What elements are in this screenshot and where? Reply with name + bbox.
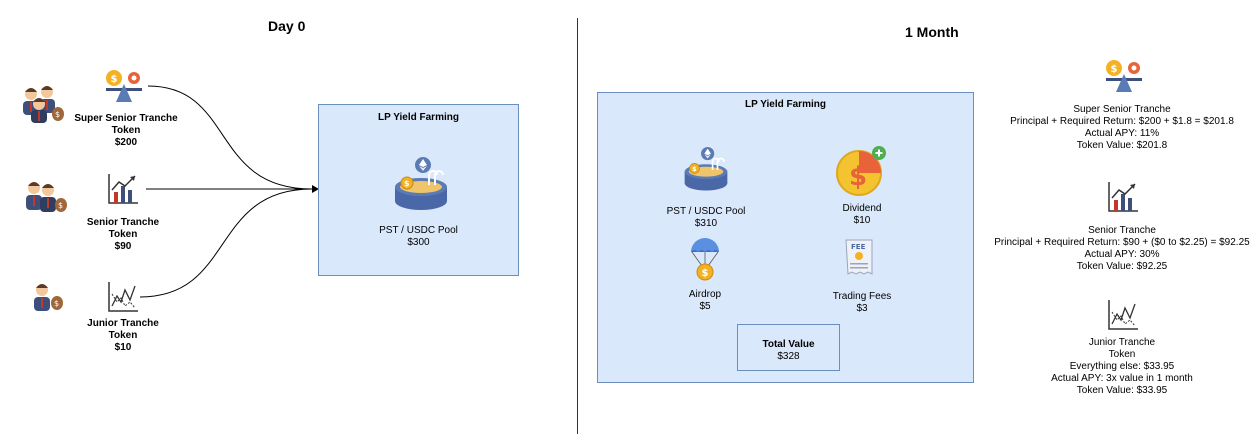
investor-single-icon: $ — [32, 282, 64, 312]
svg-text:$: $ — [111, 74, 118, 85]
result-line: Senior Tranche — [1088, 225, 1156, 236]
total-value-label: Total Value $328 — [738, 339, 839, 363]
day0-heading: Day 0 — [268, 18, 306, 34]
dividend-coin-icon: $ — [835, 145, 889, 197]
tranche-label-super-senior: Super Senior Tranche Token $200 — [60, 113, 192, 149]
volatile-chart-icon — [106, 280, 140, 314]
month-yield-farming-box: LP Yield Farming $ PST / USDC Pool $310 … — [597, 92, 974, 383]
total-value-amount: $328 — [777, 351, 800, 362]
dividend-value: $10 — [853, 215, 871, 226]
result-line: Token Value: $201.8 — [1076, 140, 1168, 151]
tranche-name: Super Senior Tranche — [74, 113, 178, 124]
result-line: Token Value: $92.25 — [1076, 261, 1168, 272]
result-line: Actual APY: 3x value in 1 month — [1051, 373, 1193, 384]
bar-chart-growth-icon — [106, 172, 140, 206]
fee-icon-text: FEE — [851, 243, 866, 251]
svg-text:$: $ — [54, 299, 59, 308]
airdrop-name: Airdrop — [688, 289, 722, 300]
svg-text:$: $ — [58, 201, 63, 210]
total-value-box: Total Value $328 — [737, 324, 840, 371]
result-line: Principal + Required Return: $200 + $1.8… — [1010, 116, 1234, 127]
tranche-value: $10 — [114, 342, 132, 353]
month-heading: 1 Month — [905, 24, 959, 40]
svg-text:$: $ — [404, 179, 410, 188]
svg-text:$: $ — [702, 268, 709, 279]
investor-pair-icon: $ — [24, 180, 68, 214]
airdrop-label: Airdrop $5 — [662, 289, 748, 313]
result-senior: Senior Tranche Principal + Required Retu… — [988, 225, 1256, 273]
pool-name: PST / USDC Pool — [666, 206, 746, 217]
result-line: Actual APY: 11% — [1084, 128, 1160, 139]
day0-yield-farming-box: LP Yield Farming $ PST / USDC Pool $300 — [318, 104, 519, 276]
result-line: Junior Tranche — [1088, 337, 1156, 348]
balance-scale-coins-icon: $ — [102, 66, 148, 106]
trading-fees-name: Trading Fees — [832, 291, 892, 302]
result-line: Super Senior Tranche — [1073, 104, 1171, 115]
result-line: Actual APY: 30% — [1084, 249, 1160, 260]
pool-label: PST / USDC Pool $310 — [646, 206, 766, 230]
tranche-label-senior: Senior Tranche Token $90 — [70, 217, 176, 253]
result-super-senior: Super Senior Tranche Principal + Require… — [1002, 104, 1242, 152]
svg-text:$: $ — [692, 165, 697, 173]
balance-scale-coins-icon: $ — [1102, 56, 1148, 96]
tranche-name: Senior Tranche — [86, 217, 160, 228]
svg-text:$: $ — [849, 162, 867, 192]
tranche-value: $90 — [114, 241, 132, 252]
trading-fee-receipt-icon: FEE — [844, 238, 874, 276]
total-value-name: Total Value — [762, 339, 815, 350]
farm-title: LP Yield Farming — [378, 112, 459, 123]
pool-label: PST / USDC Pool $300 — [319, 225, 518, 249]
result-line: Token — [1108, 349, 1136, 360]
pool-value: $300 — [407, 237, 430, 248]
airdrop-parachute-icon: $ — [689, 238, 721, 282]
trading-fees-value: $3 — [856, 303, 868, 314]
pool-value: $310 — [694, 218, 718, 229]
dividend-label: Dividend $10 — [818, 203, 906, 227]
result-line: Token Value: $33.95 — [1076, 385, 1168, 396]
tranche-token: Token — [108, 229, 138, 240]
svg-text:$: $ — [55, 110, 60, 119]
dividend-name: Dividend — [842, 203, 882, 214]
bar-chart-growth-icon — [1106, 180, 1140, 214]
investor-group-icon: $ — [20, 84, 66, 124]
result-junior: Junior Tranche Token Everything else: $3… — [1012, 337, 1232, 397]
tranche-token: Token — [108, 330, 138, 341]
airdrop-value: $5 — [699, 301, 711, 312]
pool-name: PST / USDC Pool — [379, 225, 458, 236]
tranche-label-junior: Junior Tranche Token $10 — [70, 318, 176, 354]
result-line: Everything else: $33.95 — [1069, 361, 1175, 372]
trading-fees-label: Trading Fees $3 — [814, 291, 910, 315]
volatile-chart-icon — [1106, 298, 1140, 332]
result-line: Principal + Required Return: $90 + ($0 t… — [994, 237, 1250, 248]
section-divider — [577, 18, 578, 434]
tranche-token: Token — [111, 125, 141, 136]
tranche-value: $200 — [114, 137, 138, 148]
liquidity-pool-icon: $ — [393, 155, 449, 215]
farm-title: LP Yield Farming — [745, 99, 826, 110]
tranche-name: Junior Tranche — [87, 318, 159, 329]
svg-text:$: $ — [1111, 64, 1118, 75]
liquidity-pool-icon: $ — [683, 145, 729, 195]
